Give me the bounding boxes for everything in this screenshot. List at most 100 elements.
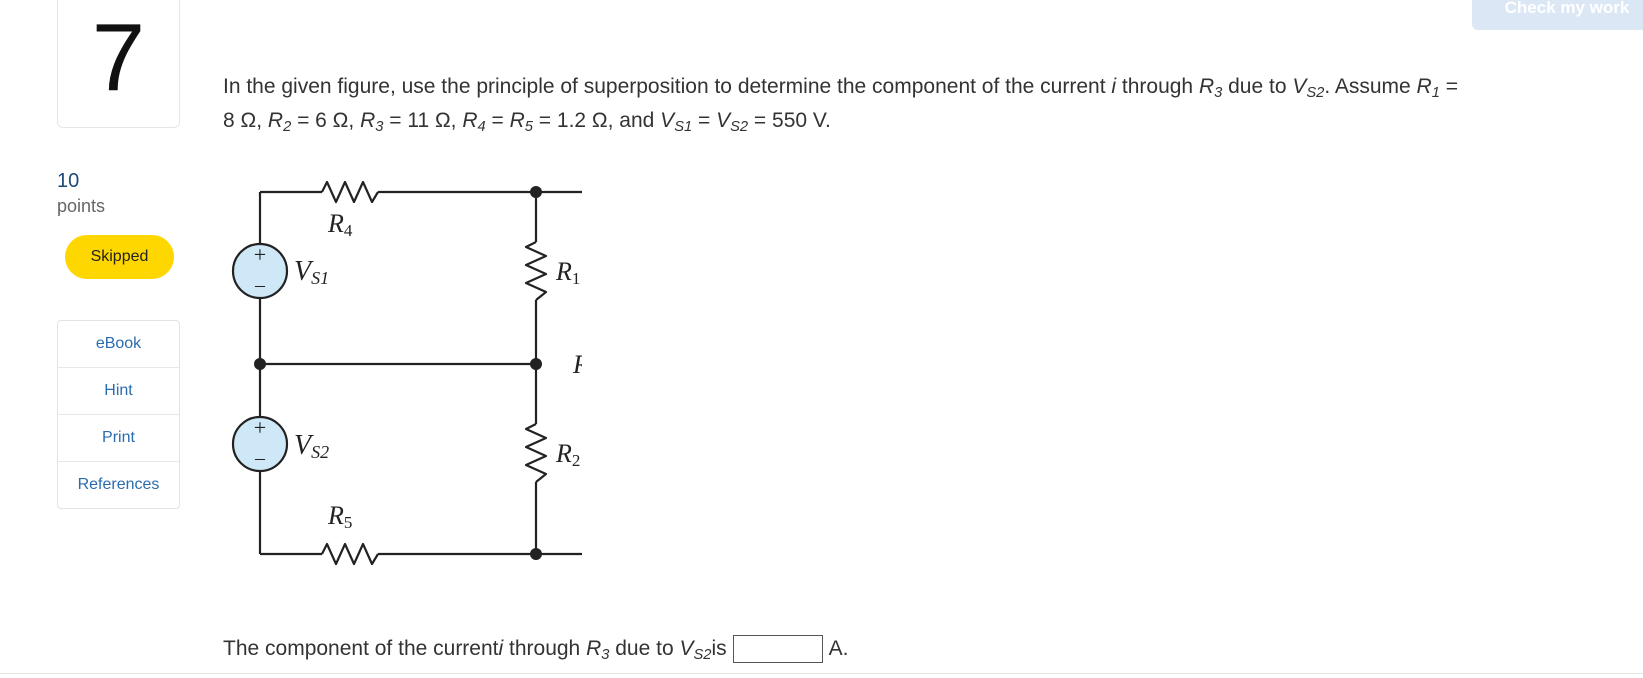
- var-r1: R1: [1416, 75, 1440, 101]
- minus-sign: –: [254, 447, 266, 469]
- answer-unit: A.: [828, 637, 849, 660]
- label-letter: V: [294, 256, 314, 287]
- status-badge: Skipped: [65, 235, 174, 279]
- references-link[interactable]: References: [77, 476, 160, 493]
- ebook-link[interactable]: eBook: [58, 321, 179, 368]
- var-subscript: 3: [601, 647, 610, 663]
- var-subscript: 5: [524, 119, 533, 135]
- label-r2: R2: [555, 439, 580, 470]
- var-subscript: S2: [693, 647, 712, 663]
- question-line-1: In the given figure, use the principle o…: [223, 70, 1643, 104]
- source-circle: [231, 242, 289, 300]
- var-letter: V: [679, 637, 694, 660]
- junction-dot: [254, 358, 266, 370]
- var-i: i: [498, 637, 504, 660]
- question-text: In the given figure, use the principle o…: [223, 70, 1643, 138]
- answer-line: The component of the current i through R…: [223, 632, 848, 666]
- voltage-source-vs1: + –: [231, 242, 289, 300]
- voltage-source-vs2: + –: [231, 415, 289, 473]
- points-value: 10: [57, 170, 80, 192]
- question-line-2: 8 Ω, R2 = 6 Ω, R3 = 11 Ω, R4 = R5 = 1.2 …: [223, 104, 1643, 138]
- var-subscript: 3: [375, 119, 384, 135]
- var-letter: V: [716, 109, 731, 132]
- label-r5: R5: [327, 501, 352, 532]
- label-letter: R: [327, 209, 344, 238]
- label-r4: R4: [327, 209, 353, 240]
- label-letter: R: [555, 257, 572, 286]
- var-letter: R: [1416, 75, 1432, 98]
- label-vs1: VS1: [294, 256, 329, 288]
- text-segment: =: [692, 109, 717, 132]
- var-subscript: 4: [477, 119, 486, 135]
- text-segment: is: [711, 637, 727, 660]
- answer-input[interactable]: [732, 635, 823, 663]
- var-subscript: S1: [674, 119, 693, 135]
- wire: [260, 552, 582, 556]
- check-my-work-button[interactable]: Check my work: [1472, 0, 1643, 30]
- label-letter: R: [555, 439, 572, 468]
- print-link[interactable]: Print: [58, 415, 179, 462]
- text-segment: The component of the current: [223, 637, 499, 660]
- text-segment: In the given figure, use the principle o…: [223, 75, 1112, 98]
- label-subscript: S1: [311, 268, 329, 288]
- source-circle: [231, 415, 289, 473]
- var-vs2: VS2: [716, 109, 749, 135]
- junction-dot: [530, 358, 542, 370]
- var-subscript: 1: [1431, 85, 1440, 101]
- resistor-r4: [321, 180, 379, 204]
- var-subscript: S2: [1306, 85, 1325, 101]
- var-subscript: 3: [1214, 85, 1223, 101]
- label-letter: R: [572, 350, 582, 379]
- var-letter: R: [462, 109, 478, 132]
- label-subscript: 2: [572, 451, 581, 470]
- var-r5: R5: [509, 109, 533, 135]
- var-r3: R3: [1199, 75, 1223, 101]
- text-segment: = 1.2 Ω, and: [532, 109, 661, 132]
- text-segment: = 11 Ω,: [383, 109, 463, 132]
- var-letter: R: [267, 109, 284, 132]
- question-number-box: 7: [57, 0, 180, 128]
- text-segment: 8 Ω,: [223, 109, 268, 132]
- label-vs2: VS2: [294, 430, 329, 462]
- label-letter: R: [327, 501, 344, 530]
- text-segment: due to: [609, 637, 680, 660]
- var-vs2: VS2: [679, 632, 711, 666]
- var-subscript: S2: [730, 119, 749, 135]
- junction-dot: [530, 186, 542, 198]
- points-label: points: [57, 196, 106, 216]
- wire: [260, 190, 582, 194]
- question-number: 7: [91, 4, 146, 111]
- var-r3: R3: [360, 109, 384, 135]
- label-subscript: 5: [344, 513, 353, 532]
- var-letter: V: [660, 109, 675, 132]
- var-r3: R3: [586, 632, 609, 666]
- text-segment: due to: [1222, 75, 1293, 98]
- plus-sign: +: [254, 242, 266, 267]
- var-vs2: VS2: [1292, 75, 1325, 101]
- question-tools: eBook Hint Print References: [57, 320, 180, 509]
- var-letter: R: [509, 109, 525, 132]
- text-segment: = 6 Ω,: [291, 109, 361, 132]
- label-r3: R3: [572, 350, 582, 381]
- var-r2: R2: [267, 109, 292, 135]
- minus-sign: –: [254, 274, 266, 296]
- resistor-r2: [524, 423, 548, 483]
- text-segment: . Assume: [1324, 75, 1417, 98]
- plus-sign: +: [254, 415, 266, 440]
- label-r1: R1: [555, 257, 580, 288]
- var-r4: R4: [462, 109, 486, 135]
- var-subscript: 2: [283, 119, 292, 135]
- hint-link[interactable]: Hint: [58, 368, 179, 415]
- junction-dot: [530, 548, 542, 560]
- text-segment: =: [1439, 75, 1458, 98]
- circuit-diagram: + – + – i R4 R5 R1 R2 R3 VS1 VS2: [231, 180, 582, 566]
- text-segment: = 550 V.: [748, 109, 831, 132]
- var-letter: V: [1292, 75, 1307, 98]
- text-segment: through: [1116, 75, 1199, 98]
- label-subscript: 1: [572, 269, 581, 288]
- var-letter: R: [360, 109, 376, 132]
- resistor-r1: [524, 241, 548, 301]
- text-segment: =: [485, 109, 510, 132]
- var-letter: R: [586, 637, 602, 660]
- label-letter: V: [294, 430, 314, 461]
